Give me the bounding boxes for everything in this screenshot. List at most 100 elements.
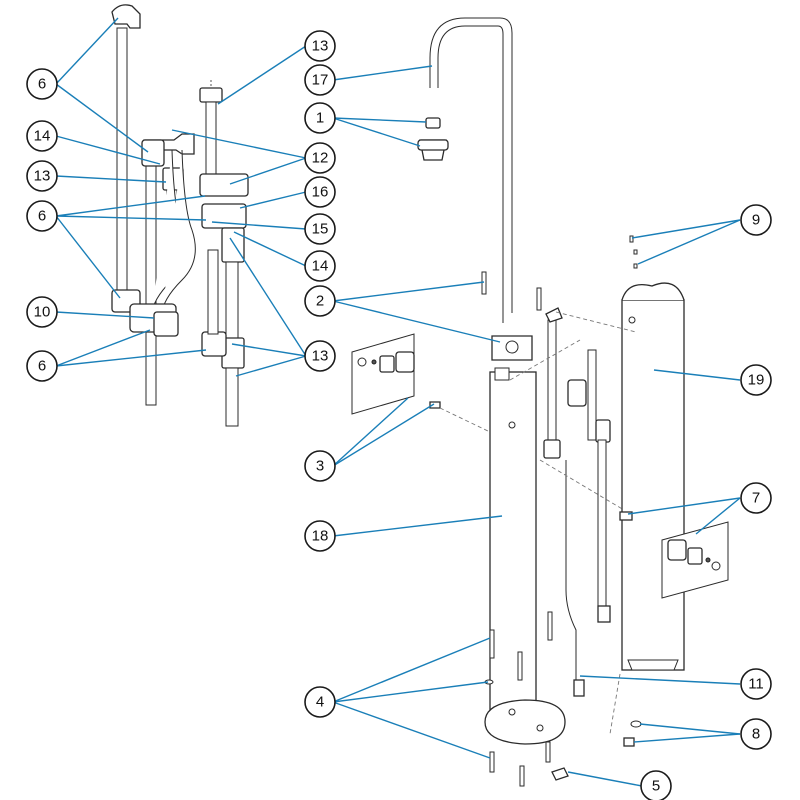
svg-text:1: 1: [316, 110, 324, 127]
column-19-top: [621, 282, 685, 301]
svg-text:11: 11: [748, 676, 764, 693]
callout-13: 13: [304, 30, 336, 62]
inner-pipe-c: [597, 439, 607, 611]
svg-text:5: 5: [652, 778, 660, 795]
callout-17: 17: [304, 64, 336, 96]
screw-4d: [489, 751, 495, 773]
svg-text:8: 8: [752, 726, 760, 743]
inner-fitting-a: [543, 439, 561, 459]
svg-text:15: 15: [312, 221, 329, 238]
union-nut: [221, 227, 245, 263]
kit3-washer: [357, 357, 367, 367]
screw-4e: [519, 765, 525, 787]
callout-19: 19: [740, 364, 772, 396]
inner-pipe-a: [547, 319, 557, 451]
svg-text:13: 13: [312, 348, 329, 365]
callout-7: 7: [740, 482, 772, 514]
screw-4a: [489, 629, 495, 659]
main-column-18: [484, 367, 566, 745]
callout-13: 13: [304, 340, 336, 372]
screw-4f: [545, 741, 551, 763]
callout-6: 6: [26, 350, 58, 382]
column-body: [489, 371, 537, 723]
svg-text:2: 2: [316, 293, 324, 310]
screw-2b: [536, 287, 542, 311]
column-inlet-hole: [508, 421, 516, 429]
screw-4c: [547, 611, 553, 641]
callout-16: 16: [304, 176, 336, 208]
svg-text:13: 13: [34, 168, 51, 185]
nut-8b: [623, 737, 635, 747]
kit7-ball: [705, 557, 711, 563]
svg-text:14: 14: [34, 128, 51, 145]
valve-kit-3-frame: [351, 333, 415, 415]
vertical-pipe-drain: [145, 164, 157, 406]
valve-kit-3: [351, 333, 491, 433]
screw-9a: [629, 235, 634, 243]
callout-11: 11: [740, 668, 772, 700]
leader-lines: [55, 17, 741, 787]
column-19-hole: [628, 316, 636, 324]
column-top-fitting: [494, 367, 510, 381]
callout-4: 4: [304, 686, 336, 718]
bolt-5: [551, 767, 569, 781]
callout-14: 14: [304, 250, 336, 282]
svg-text:6: 6: [38, 358, 46, 375]
elbow-fitting-top: [111, 4, 141, 29]
callout-13: 13: [26, 160, 58, 192]
kit7-cap: [667, 539, 687, 561]
kit3-insert: [379, 355, 395, 373]
callout-6: 6: [26, 200, 58, 232]
callout-14: 14: [26, 120, 58, 152]
svg-text:14: 14: [312, 258, 329, 275]
svg-text:7: 7: [752, 490, 760, 507]
base-hole-a: [508, 708, 516, 716]
kit7-washer: [711, 561, 721, 571]
pipe-middle: [207, 249, 219, 335]
column-base-plate: [484, 699, 566, 745]
kit7-insert: [687, 547, 703, 565]
svg-text:17: 17: [312, 72, 329, 89]
callout-2: 2: [304, 285, 336, 317]
fasteners: [484, 611, 642, 787]
callout-8: 8: [740, 718, 772, 750]
svg-text:16: 16: [312, 184, 329, 201]
svg-text:6: 6: [38, 76, 46, 93]
shower-arm-group: [417, 17, 542, 361]
svg-text:19: 19: [748, 372, 765, 389]
shower-head-ring: [417, 139, 449, 151]
shower-head-washer: [425, 117, 441, 129]
svg-text:18: 18: [312, 528, 329, 545]
svg-text:6: 6: [38, 208, 46, 225]
callout-18: 18: [304, 520, 336, 552]
vertical-pipe-right: [225, 261, 239, 343]
elbow-fitting-lower: [201, 331, 227, 357]
callout-1: 1: [304, 102, 336, 134]
shower-arm-pipe-inner: [437, 25, 504, 323]
kit3-ball: [371, 359, 377, 365]
elbow-body-upper: [141, 139, 165, 167]
callout-5: 5: [640, 770, 672, 800]
screw-2a: [481, 271, 487, 295]
svg-text:3: 3: [316, 458, 324, 475]
nut-fitting-10: [153, 311, 179, 337]
column-19-body: [621, 299, 685, 671]
curved-pipe-b: [161, 149, 196, 316]
column-19: [621, 235, 685, 671]
callout-10: 10: [26, 296, 58, 328]
svg-text:12: 12: [312, 150, 329, 167]
callout-12: 12: [304, 142, 336, 174]
screw-4b: [517, 651, 523, 681]
screw-9c: [633, 263, 638, 269]
valve-kit-7: [619, 511, 729, 599]
svg-text:4: 4: [316, 694, 324, 711]
callouts: 6 14 13 6 10 6 13 17 1 12 16 15 14 2 13 …: [26, 30, 772, 800]
callout-15: 15: [304, 213, 336, 245]
column-19-bottom-flange: [627, 659, 679, 671]
svg-text:10: 10: [34, 304, 51, 321]
inner-pipe-end: [573, 679, 585, 697]
inner-elbow-top: [545, 307, 563, 323]
tee-fitting-upper: [199, 173, 249, 197]
callout-9: 9: [740, 204, 772, 236]
inner-fitting-b: [595, 419, 611, 443]
